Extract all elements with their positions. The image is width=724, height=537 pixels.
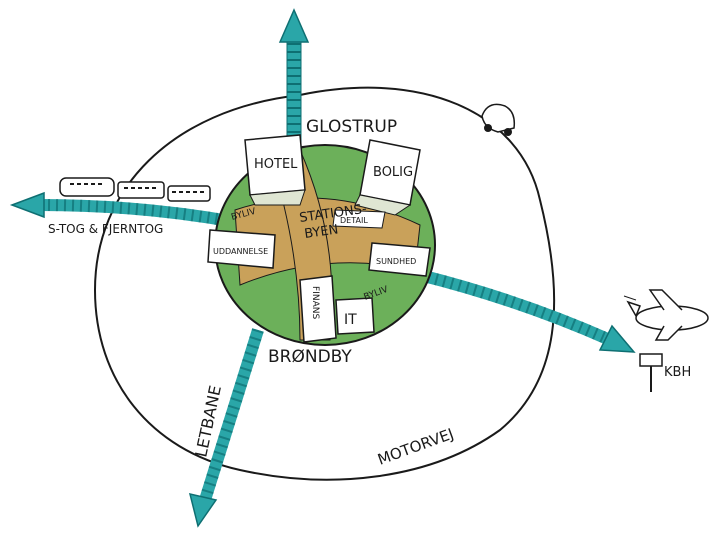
building-bolig-label: BOLIG [373,165,413,180]
label-kbh: KBH [664,365,691,380]
building-finans-label: FINANS [310,286,320,319]
north-arrow [280,10,308,150]
building-finans: FINANS [300,276,336,342]
building-sundhed: SUNDHED [369,243,430,276]
building-sundhed-label: SUNDHED [376,257,416,266]
label-glostrup: GLOSTRUP [306,117,397,137]
building-it: IT [336,298,374,334]
building-hotel: HOTEL [245,135,305,205]
airplane-icon [624,290,708,340]
building-uddannelse-label: UDDANNELSE [213,247,268,256]
label-brondby: BRØNDBY [268,347,352,367]
label-motorvej: MOTORVEJ [375,425,456,469]
east-arrow [420,275,634,352]
car-icon [482,104,514,136]
building-uddannelse: UDDANNELSE [208,230,275,268]
building-it-label: IT [344,312,357,328]
label-s-tog-fjerntog: S-TOG & FJERNTOG [48,222,163,236]
road-sign-icon [640,354,662,392]
train-icon [60,178,210,201]
building-hotel-label: HOTEL [254,157,298,172]
